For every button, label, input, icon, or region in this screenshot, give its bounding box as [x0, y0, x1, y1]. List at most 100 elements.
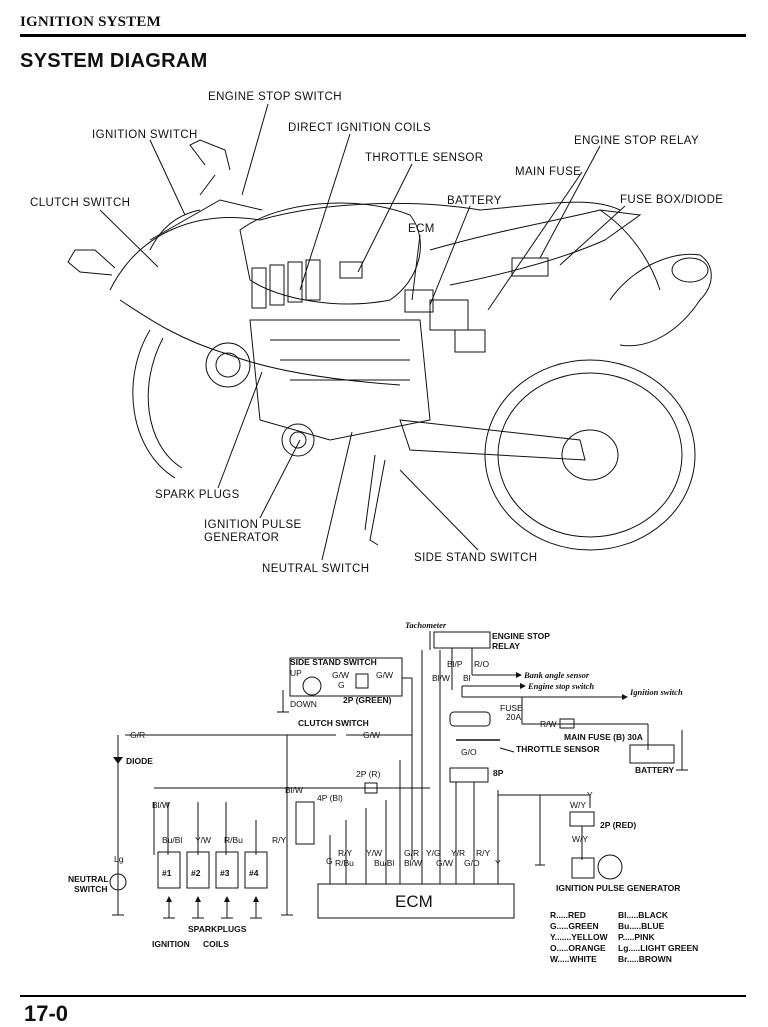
sparkplugs-label: SPARKPLUGS [188, 924, 247, 934]
legend-lg: Lg.....LIGHT GREEN [618, 943, 698, 953]
diode-label: DIODE [126, 756, 153, 766]
footer-rule [20, 995, 746, 997]
wire-ry-ecm2: R/Y [476, 848, 491, 858]
wire-wy-pg2: W/Y [572, 834, 588, 844]
wire-lg: Lg [114, 854, 124, 864]
side-stand-switch-label: SIDE STAND SWITCH [290, 657, 377, 667]
wire-color-legend: R.....RED Bl.....BLACK G.....GREEN Bu...… [550, 910, 698, 964]
engine-stop-relay-label-1: ENGINE STOP [492, 631, 550, 641]
coil-1-label: #1 [162, 868, 172, 878]
bank-angle-sensor-label: Bank angle sensor [523, 670, 590, 680]
coil-2 [186, 851, 210, 889]
wire-wy-pg: W/Y [570, 800, 586, 810]
wire-blw-main: Bl/W [285, 785, 303, 795]
wire-rw: R/W [540, 719, 557, 729]
label-direct-ignition-coils: DIRECT IGNITION COILS [288, 122, 431, 134]
ecm-label: ECM [395, 892, 433, 911]
connector-4p [295, 801, 315, 845]
wire-blw-left: Bl/W [152, 800, 170, 810]
wire-go-ecm: G/O [464, 858, 480, 868]
coil-4-label: #4 [249, 868, 259, 878]
connector-2p-red [569, 811, 595, 827]
connector-2p-green: 2P (GREEN) [343, 695, 392, 705]
legend-y: Y.......YELLOW [550, 932, 609, 942]
wire-gw-clutch: G/W [363, 730, 380, 740]
connector-8p-label: 8P [493, 768, 504, 778]
wire-gir: G/R [130, 730, 145, 740]
label-clutch-switch: CLUTCH SWITCH [30, 197, 130, 209]
callout-labels: ENGINE STOP SWITCH IGNITION SWITCH DIREC… [30, 91, 723, 575]
legend-r: R.....RED [550, 910, 586, 920]
wire-y-pg: Y [587, 790, 593, 800]
wire-ry-ecm: R/Y [338, 848, 353, 858]
page-title: SYSTEM DIAGRAM [20, 50, 208, 72]
wire-yr-ecm: Y/R [451, 848, 465, 858]
wire-bubl-ecm: Bu/Bl [374, 858, 394, 868]
wire-ro: R/O [474, 659, 490, 669]
label-side-stand-switch: SIDE STAND SWITCH [414, 552, 538, 564]
wire-gw-ss2: G/W [376, 670, 393, 680]
label-throttle-sensor: THROTTLE SENSOR [365, 152, 483, 164]
wire-blw-ecm: Bl/W [404, 858, 422, 868]
ignition-label: IGNITION [152, 939, 190, 949]
ignition-switch-label: Ignition switch [629, 687, 683, 697]
label-ignition-pulse-1: IGNITION PULSE [204, 519, 302, 531]
label-spark-plugs: SPARK PLUGS [155, 489, 240, 501]
battery-label: BATTERY [635, 765, 675, 775]
wire-bubl-coil: Bu/Bl [162, 835, 182, 845]
label-engine-stop-relay: ENGINE STOP RELAY [574, 135, 699, 147]
connector-8p [449, 767, 489, 783]
motorcycle-illustration [67, 139, 712, 551]
wire-yg-ecm: Y/G [426, 848, 441, 858]
label-battery: BATTERY [447, 195, 502, 207]
ignition-pulse-generator-label: IGNITION PULSE GENERATOR [556, 883, 680, 893]
battery-symbol [629, 744, 675, 764]
wire-g-ss: G [338, 680, 345, 690]
coil-4 [244, 851, 268, 889]
legend-g: G.....GREEN [550, 921, 599, 931]
wire-ry-coil: R/Y [272, 835, 287, 845]
ecm-box [317, 883, 515, 919]
down-label: DOWN [290, 699, 317, 709]
label-ignition-pulse-2: GENERATOR [204, 532, 279, 544]
legend-bu: Bu.....BLUE [618, 921, 665, 931]
side-stand-switch-box [289, 657, 403, 697]
coil-2-label: #2 [191, 868, 201, 878]
engine-stop-relay-box [433, 631, 491, 649]
label-fuse-box-diode: FUSE BOX/DIODE [620, 194, 723, 206]
engine-stop-relay-label-2: RELAY [492, 641, 520, 651]
clutch-switch-label: CLUTCH SWITCH [298, 718, 369, 728]
wire-yw-ecm: Y/W [366, 848, 382, 858]
legend-p: P.....PINK [618, 932, 656, 942]
throttle-sensor-label: THROTTLE SENSOR [516, 744, 600, 754]
label-engine-stop-switch: ENGINE STOP SWITCH [208, 91, 342, 103]
callout-leaders [99, 103, 626, 561]
wire-blp: Bl/P [447, 659, 463, 669]
wire-blw-top: Bl/W [432, 673, 450, 683]
section-header: IGNITION SYSTEM [20, 14, 161, 30]
wire-rbu-ecm: R/Bu [335, 858, 354, 868]
main-fuse-b-label: MAIN FUSE (B) 30A [564, 732, 643, 742]
legend-bl: Bl.....BLACK [618, 910, 669, 920]
coils-label: COILS [203, 939, 229, 949]
wire-go-ts: G/O [461, 747, 477, 757]
connector-2p-r-label: 2P (R) [356, 769, 381, 779]
wire-rbu-coil: R/Bu [224, 835, 243, 845]
wire-bl: Bl [463, 673, 471, 683]
wire-gw-ecm: G/W [436, 858, 453, 868]
tachometer-label: Tachometer [405, 620, 447, 630]
connector-2p-red-label: 2P (RED) [600, 820, 636, 830]
engine-stop-switch-label: Engine stop switch [527, 681, 594, 691]
wire-gw-ss: G/W [332, 670, 349, 680]
fuse-label-1: FUSE [500, 703, 523, 713]
connector-4p-label: 4P (Bl) [317, 793, 343, 803]
up-label: UP [290, 668, 302, 678]
neutral-switch-label-2: SWITCH [74, 884, 108, 894]
legend-o: O.....ORANGE [550, 943, 606, 953]
label-neutral-switch: NEUTRAL SWITCH [262, 563, 369, 575]
main-fuse-b-box [559, 718, 575, 729]
page-number: 17-0 [24, 1001, 69, 1026]
wire-gr-ecm: G/R [404, 848, 419, 858]
fuse-label-2: 20A [506, 712, 521, 722]
